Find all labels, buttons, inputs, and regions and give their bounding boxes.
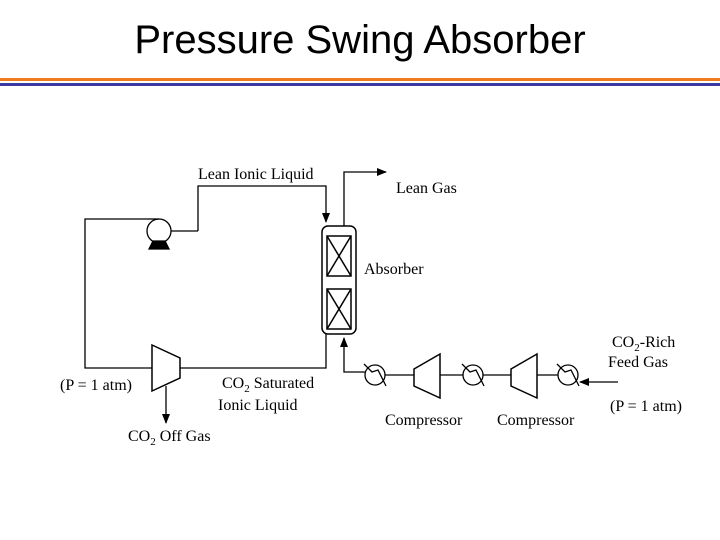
heat-exchanger-icon bbox=[461, 363, 485, 387]
left-pressure-label: (P = 1 atm) bbox=[60, 377, 132, 394]
feed-gas-rich: -Rich bbox=[640, 334, 676, 351]
feed-gas-co: CO bbox=[612, 334, 634, 351]
offgas-rest: Off Gas bbox=[156, 428, 211, 445]
saturated-sub: 2 bbox=[244, 383, 250, 395]
feed-gas-label-line2: Feed Gas bbox=[608, 354, 668, 371]
lean-gas-label: Lean Gas bbox=[396, 180, 457, 197]
recycle-line bbox=[84, 218, 152, 369]
offgas-label: CO2 Off Gas bbox=[128, 428, 211, 448]
feed-gas-sub: 2 bbox=[634, 342, 640, 354]
offgas-sub: 2 bbox=[150, 436, 156, 448]
lean-liquid-line bbox=[197, 185, 330, 226]
compressor-icon bbox=[413, 352, 441, 400]
saturated-liquid-label: CO2 Saturated bbox=[222, 375, 314, 395]
absorber-column-icon bbox=[321, 225, 357, 335]
feed-pressure-label: (P = 1 atm) bbox=[610, 398, 682, 415]
feed-gas-label: CO2-Rich bbox=[612, 334, 675, 354]
page-title: Pressure Swing Absorber bbox=[134, 18, 586, 62]
saturated-liquid-label-line2: Ionic Liquid bbox=[218, 397, 298, 414]
saturated-co: CO bbox=[222, 375, 244, 392]
pump-icon bbox=[146, 218, 199, 250]
feed-to-column-line bbox=[340, 337, 371, 373]
compressor-1-label: Compressor bbox=[385, 412, 463, 429]
compressor-2-label: Compressor bbox=[497, 412, 575, 429]
offgas-co: CO bbox=[128, 428, 150, 445]
lean-gas-line bbox=[343, 168, 387, 226]
title-rule-orange bbox=[0, 78, 720, 81]
absorber-label: Absorber bbox=[364, 261, 424, 278]
heat-exchanger-icon bbox=[556, 363, 580, 387]
turbine-expander-icon bbox=[151, 343, 181, 393]
title-rule-blue bbox=[0, 83, 720, 86]
compressor-icon bbox=[510, 352, 538, 400]
saturated-liquid-line bbox=[180, 334, 327, 369]
saturated-rest: Saturated bbox=[250, 375, 314, 392]
lean-ionic-liquid-label: Lean Ionic Liquid bbox=[198, 166, 314, 183]
heat-exchanger-icon bbox=[363, 363, 387, 387]
